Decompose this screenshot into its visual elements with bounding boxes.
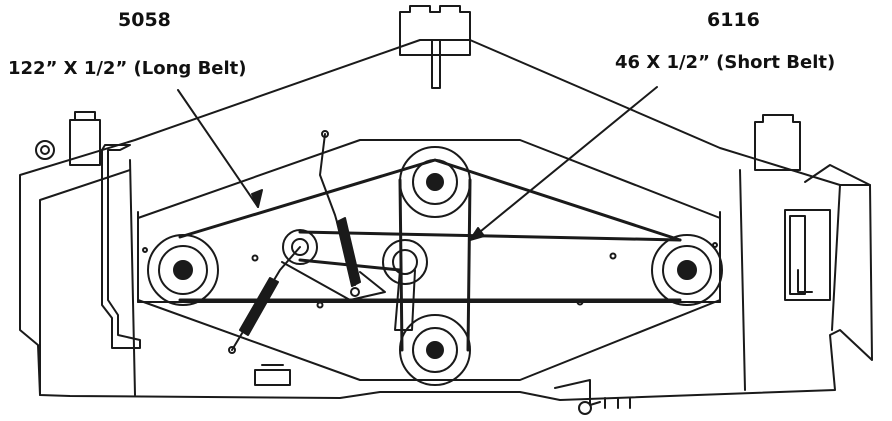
short-belt-description: 46 X 1/2” (Short Belt) [615, 54, 835, 72]
long-belt-part-number: 5058 [118, 11, 171, 30]
left-bracket [36, 112, 140, 348]
bottom-features [255, 365, 630, 414]
left-pulley [148, 235, 218, 305]
right-chute [755, 115, 830, 300]
top-center-pulley [400, 147, 470, 217]
short-belt-part-number: 6116 [707, 11, 760, 30]
bottom-center-pulley [400, 315, 470, 385]
right-pulley [652, 235, 722, 305]
deck-bolts [143, 243, 717, 308]
short-belt-arrow [470, 87, 657, 240]
tensioner-pulley [383, 240, 427, 330]
long-belt-description: 122” X 1/2” (Long Belt) [8, 60, 247, 78]
